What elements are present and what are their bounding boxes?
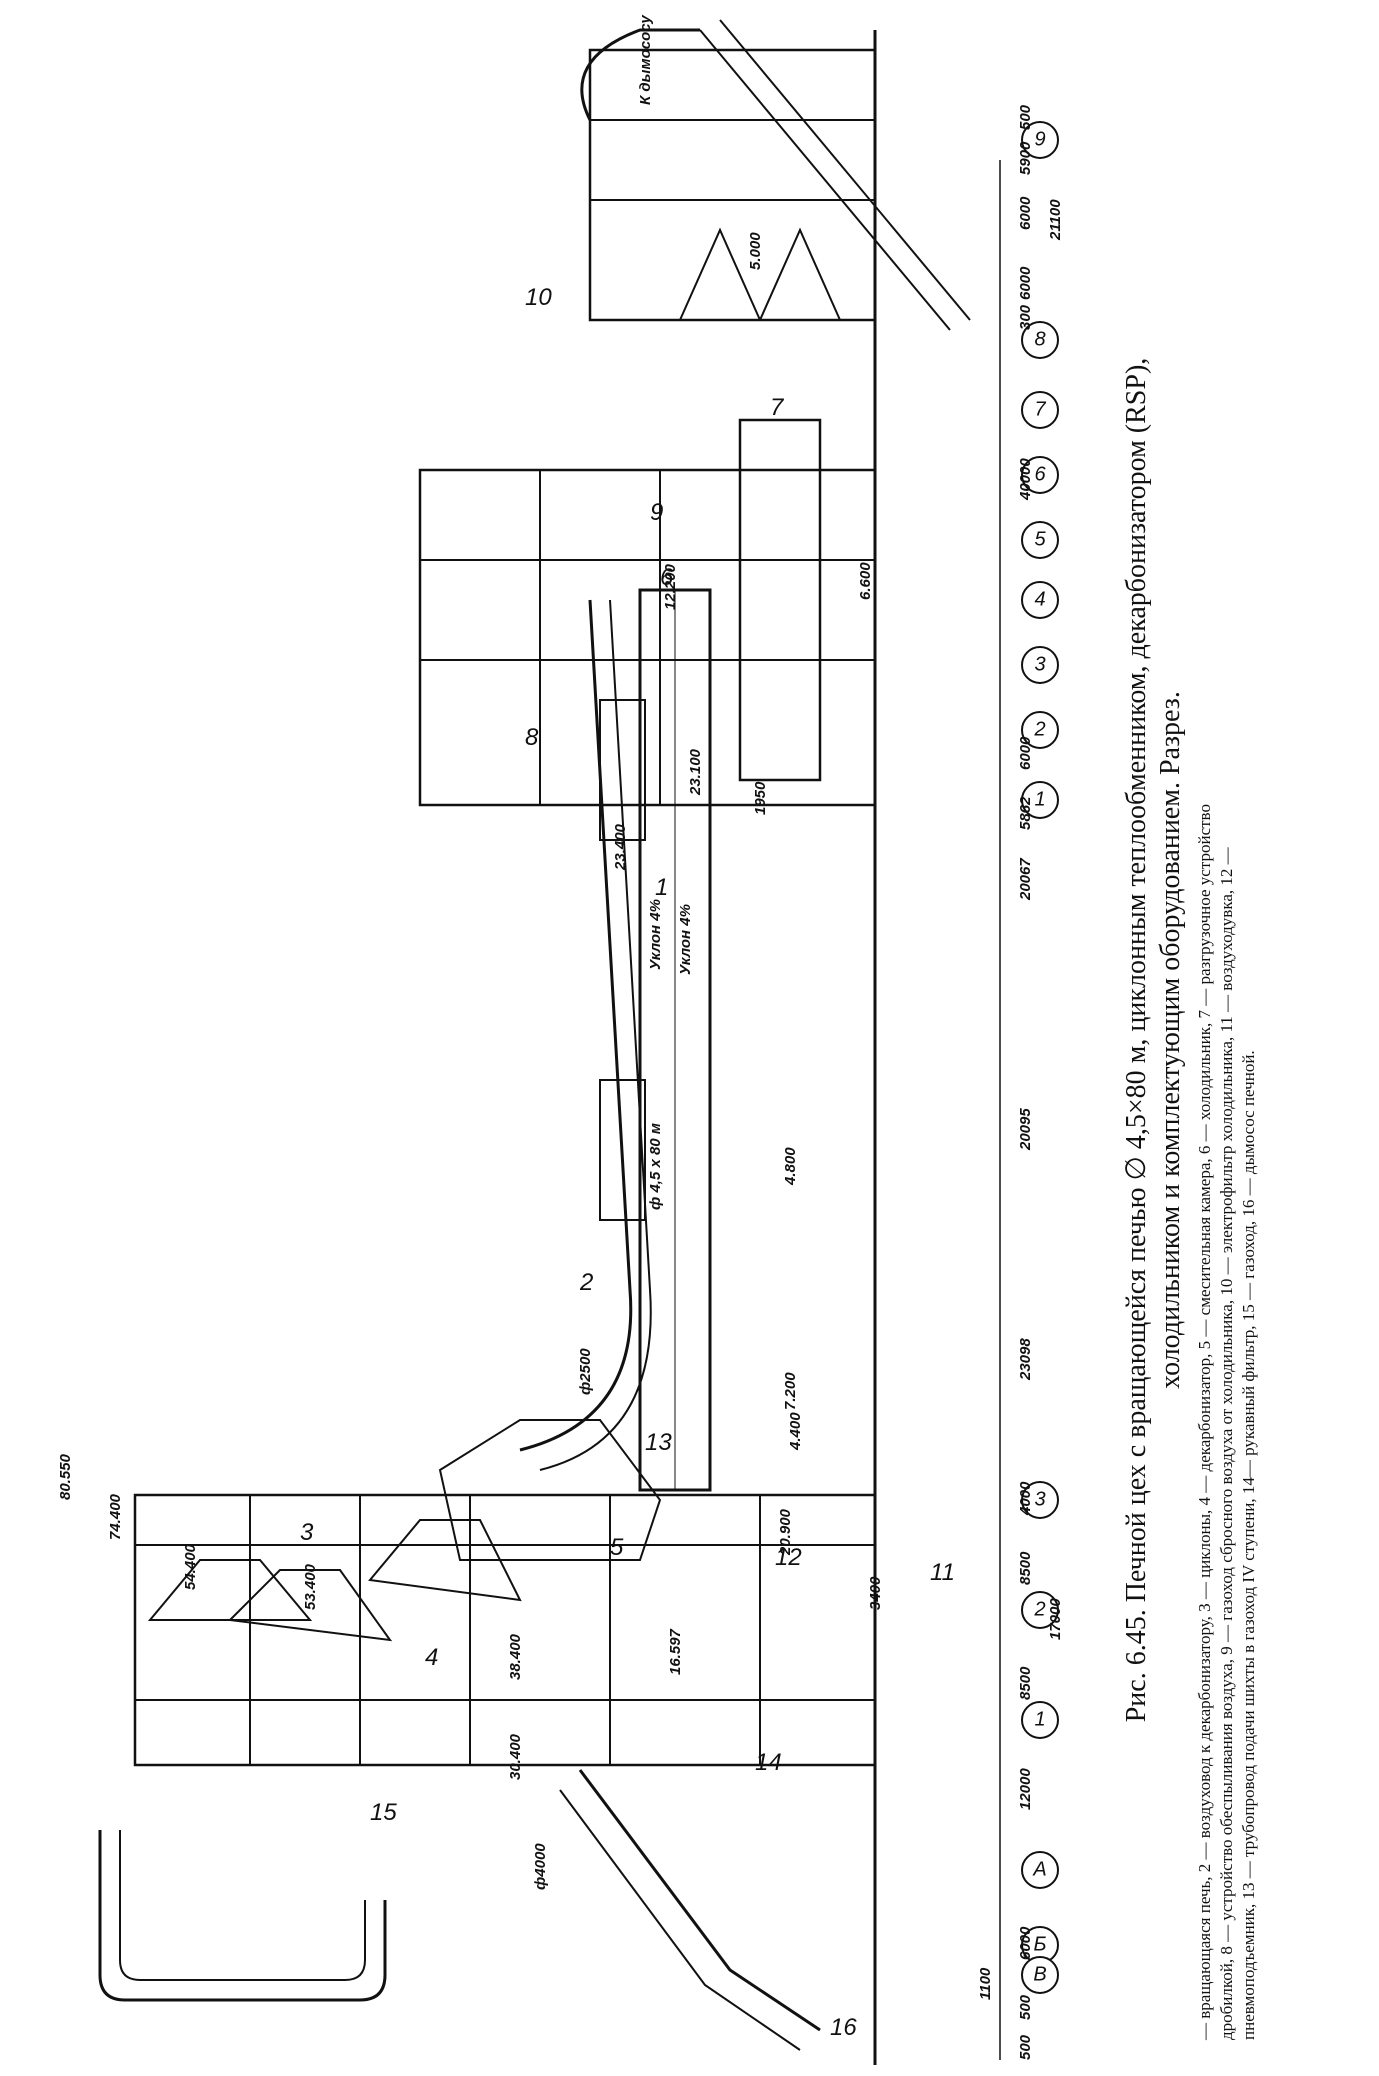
cooler bbox=[738, 418, 822, 782]
callout-label: 5 bbox=[610, 1534, 624, 1561]
cyclone-mid bbox=[227, 1569, 393, 1642]
dimension-label: 6000 bbox=[1017, 196, 1034, 230]
dimension-label: 3400 bbox=[867, 1576, 884, 1610]
callout-label: 4 bbox=[425, 1644, 438, 1671]
elevation-label: 12.200 bbox=[662, 563, 679, 610]
dimension-label: 1950 bbox=[752, 781, 769, 815]
dimension-label: 21100 bbox=[1047, 199, 1064, 241]
flue-duct-16 bbox=[578, 1769, 821, 2032]
callout-label: 14 bbox=[755, 1749, 782, 1776]
callout-label: 9 bbox=[650, 499, 663, 526]
callout-label: 13 bbox=[645, 1429, 672, 1456]
axis-marker: 5 bbox=[1034, 528, 1046, 550]
elevation-label: 4.400 bbox=[787, 1412, 804, 1451]
dimension-label: 6000 bbox=[1017, 1926, 1034, 1960]
callout-label: 6 bbox=[660, 564, 674, 591]
axis-marker: 3 bbox=[1034, 1488, 1045, 1510]
arrow-label: К дымососу bbox=[637, 15, 654, 105]
pipe-label: ф 4,5 х 80 м bbox=[647, 1123, 664, 1210]
elevation-label: 20.900 bbox=[777, 1508, 794, 1556]
elevation-label: 6.600 bbox=[857, 562, 874, 600]
figure-caption: Рис. 6.45. Печной цех с вращающейся печь… bbox=[1120, 40, 1260, 2040]
conveyor-incline bbox=[699, 29, 951, 331]
dimension-label: 4000 bbox=[1017, 1481, 1034, 1516]
elevation-label: 23.100 bbox=[687, 748, 704, 796]
dimension-label: 500 bbox=[1017, 2034, 1034, 2060]
axis-marker: 1 bbox=[1034, 788, 1045, 810]
callout-label: 11 bbox=[930, 1559, 955, 1586]
dimension-label: 5900 bbox=[1017, 141, 1034, 175]
axis-marker: 4 bbox=[1034, 588, 1045, 610]
axis-marker: 6 bbox=[1034, 463, 1046, 485]
pipe-label: Уклон 4% bbox=[647, 899, 664, 970]
callout-label: 7 bbox=[770, 394, 785, 421]
axis-marker: 9 bbox=[1034, 128, 1045, 150]
axis-marker: А bbox=[1032, 1858, 1046, 1880]
dimension-label: 20095 bbox=[1017, 1108, 1034, 1151]
dimension-label: 6000 bbox=[1017, 736, 1034, 770]
air-duct-to-decarbonizer bbox=[519, 599, 633, 1452]
elevation-label: 80.550 bbox=[57, 1453, 74, 1500]
elevation-label: 23.400 bbox=[612, 823, 629, 871]
cyclone-upper bbox=[147, 1559, 313, 1621]
dimension-label: 5862 bbox=[1017, 796, 1034, 830]
dimension-label: 8500 bbox=[1017, 1551, 1034, 1585]
cooler-building bbox=[418, 468, 877, 807]
figure-legend: — вращающаяся печь, 2 — воздуховод к дек… bbox=[1194, 40, 1260, 2040]
dimension-label: 40000 bbox=[1017, 458, 1034, 501]
legend-line: пневмоподъемник, 13 — трубопровод подачи… bbox=[1239, 1050, 1258, 2040]
diameter-label: ф4000 bbox=[532, 1843, 549, 1890]
dimension-label: 12000 bbox=[1017, 1768, 1034, 1810]
callout-label: 3 bbox=[300, 1519, 314, 1546]
axis-marker: 2 bbox=[1033, 1598, 1045, 1620]
elevation-label: 7.200 bbox=[782, 1372, 799, 1410]
pipe-label: Уклон 4% bbox=[677, 904, 694, 975]
callout-label: 12 bbox=[775, 1544, 802, 1571]
dimension-label: 6000 bbox=[1017, 266, 1034, 300]
elevation-label: 38.400 bbox=[507, 1633, 524, 1680]
cyclone-lower bbox=[368, 1519, 522, 1602]
dimension-label: 1100 bbox=[977, 1967, 994, 2000]
electrostatic-precipitator bbox=[588, 48, 877, 322]
elevation-label: 4.800 bbox=[782, 1147, 799, 1186]
dimension-label: 8500 bbox=[1017, 1666, 1034, 1700]
elevation-label: 74.400 bbox=[107, 1493, 124, 1540]
elevation-label: 30.400 bbox=[507, 1733, 524, 1780]
dimension-label: 23098 bbox=[1017, 1338, 1034, 1381]
callout-label: 10 bbox=[525, 284, 552, 311]
exhaust-duct bbox=[580, 28, 700, 121]
elevation-label: 16.597 bbox=[667, 1628, 684, 1675]
preheater-tower bbox=[133, 1493, 877, 1767]
axis-marker: 7 bbox=[1034, 398, 1046, 420]
axis-marker: 8 bbox=[1034, 328, 1045, 350]
callout-label: 1 bbox=[655, 874, 668, 901]
axis-marker: 3 bbox=[1034, 653, 1045, 675]
legend-line: дробилкой, 8 — устройство обеспыливания … bbox=[1217, 847, 1236, 2040]
figure-title-line: Рис. 6.45. Печной цех с вращающейся печь… bbox=[1121, 357, 1152, 1723]
diameter-label: ф2500 bbox=[577, 1348, 594, 1395]
elevation-label: 5.000 bbox=[747, 232, 764, 270]
dimension-label: 300 bbox=[1017, 304, 1034, 330]
dimension-label: 20067 bbox=[1017, 858, 1034, 901]
figure-title-line: холодильником и комплектующим оборудован… bbox=[1155, 691, 1186, 1389]
elevation-label: 54.400 bbox=[182, 1543, 199, 1590]
callout-label: 2 bbox=[579, 1269, 593, 1296]
dimension-label: 17000 bbox=[1047, 1598, 1064, 1640]
axis-marker: 2 bbox=[1033, 718, 1045, 740]
mixing-chamber bbox=[438, 1419, 662, 1561]
figure-title: Рис. 6.45. Печной цех с вращающейся печь… bbox=[1120, 40, 1188, 2040]
elevation-label: 53.400 bbox=[302, 1563, 319, 1610]
legend-line: — вращающаяся печь, 2 — воздуховод к дек… bbox=[1195, 804, 1214, 2040]
callout-label: 16 bbox=[830, 2014, 857, 2041]
axis-marker: В bbox=[1033, 1963, 1046, 1985]
callout-label: 15 bbox=[370, 1799, 397, 1826]
axis-marker: Б bbox=[1033, 1933, 1046, 1955]
dimension-label: 500 bbox=[1017, 1994, 1034, 2020]
gas-duct-15 bbox=[98, 1830, 387, 2002]
callout-label: 8 bbox=[525, 724, 539, 751]
axis-marker: 1 bbox=[1034, 1708, 1045, 1730]
dimension-label: 500 bbox=[1017, 104, 1034, 130]
